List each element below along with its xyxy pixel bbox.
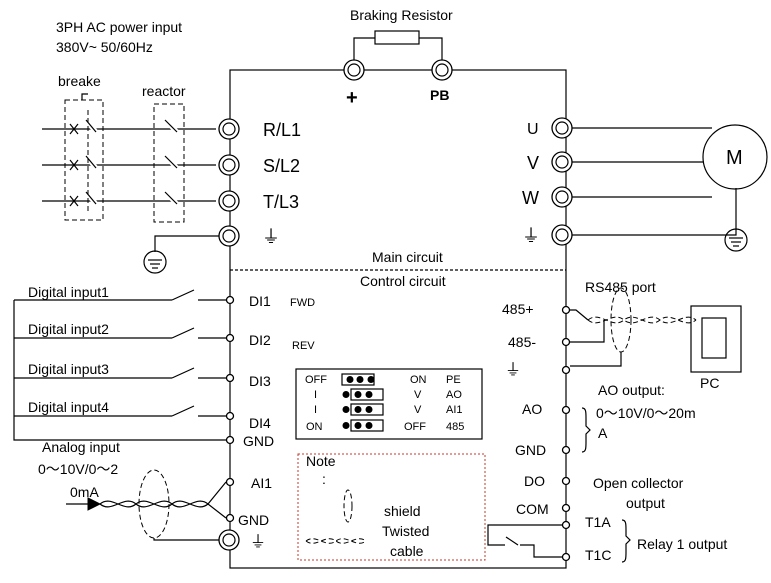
- breaker-label: breake: [58, 73, 101, 89]
- jumper-485-right: OFF: [404, 421, 426, 433]
- terminal-u: U: [527, 121, 539, 138]
- terminal-gnd-di: GND: [243, 433, 274, 449]
- terminal-di1: DI1: [249, 293, 271, 309]
- jumper-ai1-left: I: [314, 404, 317, 416]
- note-box: [297, 453, 486, 561]
- jumper-switches: [341, 373, 384, 432]
- jumper-pe-name: PE: [446, 374, 461, 386]
- terminal-485-minus: 485-: [508, 334, 536, 350]
- analog-input-range: 0～10V/0～2: [38, 461, 118, 477]
- note-twisted-cable-icon: [305, 538, 367, 544]
- braking-resistor-wires: [353, 37, 443, 60]
- terminal-di3: DI3: [249, 373, 271, 389]
- note-cable: cable: [390, 543, 424, 559]
- digital-input4-label: Digital input4: [28, 399, 109, 415]
- terminal-di4: DI4: [249, 415, 271, 431]
- terminal-gnd-ao: GND: [515, 442, 546, 458]
- input-ground-icon: [143, 235, 219, 274]
- ao-output-range: 0～10V/0～20m: [596, 405, 696, 421]
- terminal-t1c: T1C: [585, 547, 611, 563]
- control-circuit-label: Control circuit: [360, 273, 446, 289]
- jumper-pe-right: ON: [410, 374, 427, 386]
- digital-input-wiring: [13, 289, 235, 445]
- jumper-table: [295, 368, 483, 440]
- ground-icon: ⏚: [262, 227, 280, 247]
- power-input-title: 3PH AC power input: [56, 19, 182, 35]
- rs485-wiring: [561, 287, 742, 375]
- jumper-pe-left: OFF: [305, 374, 327, 386]
- terminal-pb: [431, 59, 453, 81]
- terminal-ai1: AI1: [251, 475, 272, 491]
- relay-output-label: Relay 1 output: [637, 536, 727, 552]
- pc-label: PC: [700, 375, 719, 391]
- open-collector-label-2: output: [626, 495, 665, 511]
- terminal-r-l1: R/L1: [263, 120, 301, 140]
- digital-input3-label: Digital input3: [28, 361, 109, 377]
- terminal-ao: AO: [522, 401, 542, 417]
- terminal-com: COM: [516, 501, 549, 517]
- power-input-spec: 380V~ 50/60Hz: [56, 39, 153, 55]
- terminal-gnd-ai: GND: [238, 512, 269, 528]
- note-colon: :: [322, 471, 326, 487]
- terminal-w: W: [522, 188, 539, 208]
- open-collector-label: Open collector: [593, 475, 684, 491]
- jumper-ao-name: AO: [446, 389, 462, 401]
- jumper-ao-right: V: [414, 389, 422, 401]
- ao-output-unit: A: [598, 425, 608, 441]
- inverter-enclosure: [229, 69, 567, 569]
- jumper-485-name: 485: [446, 421, 464, 433]
- pb-label: PB: [430, 87, 449, 103]
- ao-output-title: AO output:: [598, 382, 665, 398]
- terminal-plus: [343, 59, 365, 81]
- note-title: Note: [306, 453, 336, 469]
- terminal-do: DO: [524, 473, 545, 489]
- output-ground-icon: ⏚: [522, 226, 540, 246]
- jumper-ao-left: I: [314, 389, 317, 401]
- analog-input-wiring: [66, 469, 240, 551]
- output-terminals: [551, 117, 737, 246]
- terminal-t1a: T1A: [585, 514, 611, 530]
- motor-icon: [702, 124, 768, 190]
- terminal-v: V: [527, 153, 539, 173]
- reactor-label: reactor: [142, 83, 186, 99]
- note-twisted: Twisted: [382, 523, 429, 539]
- note-shield: shield: [384, 503, 421, 519]
- jumper-485-left: ON: [306, 421, 323, 433]
- di2-function: REV: [292, 340, 315, 352]
- note-shield-icon: [343, 489, 353, 523]
- di1-function: FWD: [290, 297, 315, 309]
- analog-input-range-unit: 0mA: [70, 484, 99, 500]
- terminal-s-l2: S/L2: [263, 156, 300, 176]
- main-input-terminals: [218, 118, 240, 247]
- braking-resistor-icon: [374, 30, 420, 45]
- ao-do-relay-wiring: [487, 405, 631, 563]
- jumper-ai1-right: V: [414, 404, 422, 416]
- motor-ground-icon: [724, 228, 748, 252]
- analog-input-title: Analog input: [42, 439, 120, 455]
- phase-lines: [42, 110, 216, 212]
- main-circuit-label: Main circuit: [372, 249, 443, 265]
- digital-input2-label: Digital input2: [28, 321, 109, 337]
- terminal-485-plus: 485+: [502, 301, 534, 317]
- terminal-t-l3: T/L3: [263, 192, 299, 212]
- analog-ground-icon: ⏚: [250, 533, 266, 551]
- rs485-ground-icon: ⏚: [505, 361, 521, 379]
- breaker-box: [64, 99, 104, 221]
- digital-input1-label: Digital input1: [28, 284, 109, 300]
- plus-label: +: [346, 87, 358, 109]
- terminal-di2: DI2: [249, 332, 271, 348]
- motor-label: M: [726, 147, 743, 169]
- jumper-ai1-name: AI1: [446, 404, 463, 416]
- breaker-handle: [81, 93, 88, 100]
- braking-resistor-title: Braking Resistor: [350, 7, 453, 23]
- reactor-box: [153, 103, 185, 223]
- rs485-title: RS485 port: [585, 279, 656, 295]
